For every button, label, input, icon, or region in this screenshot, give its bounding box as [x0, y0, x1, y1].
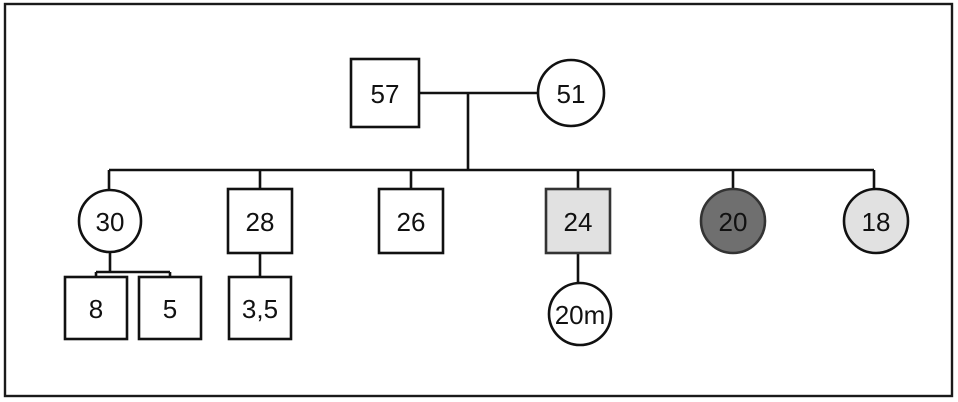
pedigree-connector-lines: [94, 91, 876, 284]
pedigree-node-grandchild-8[interactable]: 8: [63, 275, 129, 341]
male-square-symbol[interactable]: [226, 187, 294, 255]
pedigree-node-child-20[interactable]: 20: [699, 187, 767, 255]
male-square-symbol[interactable]: [544, 187, 612, 255]
male-square-symbol[interactable]: [377, 187, 445, 255]
female-circle-symbol[interactable]: [699, 187, 767, 255]
male-square-symbol[interactable]: [63, 275, 129, 341]
male-square-symbol[interactable]: [227, 275, 293, 341]
pedigree-node-grandchild-3-5[interactable]: 3,5: [227, 275, 293, 341]
male-square-symbol[interactable]: [137, 275, 203, 341]
female-circle-symbol[interactable]: [547, 281, 613, 347]
pedigree-node-child-18[interactable]: 18: [842, 187, 910, 255]
chart-frame-border: [3, 2, 954, 398]
female-circle-symbol[interactable]: [842, 187, 910, 255]
pedigree-node-mother[interactable]: 51: [536, 58, 606, 128]
pedigree-node-grandchild-5[interactable]: 5: [137, 275, 203, 341]
female-circle-symbol[interactable]: [536, 58, 606, 128]
pedigree-node-grandchild-20m[interactable]: 20m: [547, 281, 613, 347]
pedigree-node-child-30[interactable]: 30: [77, 188, 143, 254]
female-circle-symbol[interactable]: [77, 188, 143, 254]
pedigree-node-father[interactable]: 57: [349, 57, 421, 129]
pedigree-node-child-28[interactable]: 28: [226, 187, 294, 255]
male-square-symbol[interactable]: [349, 57, 421, 129]
pedigree-node-child-26[interactable]: 26: [377, 187, 445, 255]
pedigree-node-child-24[interactable]: 24: [544, 187, 612, 255]
